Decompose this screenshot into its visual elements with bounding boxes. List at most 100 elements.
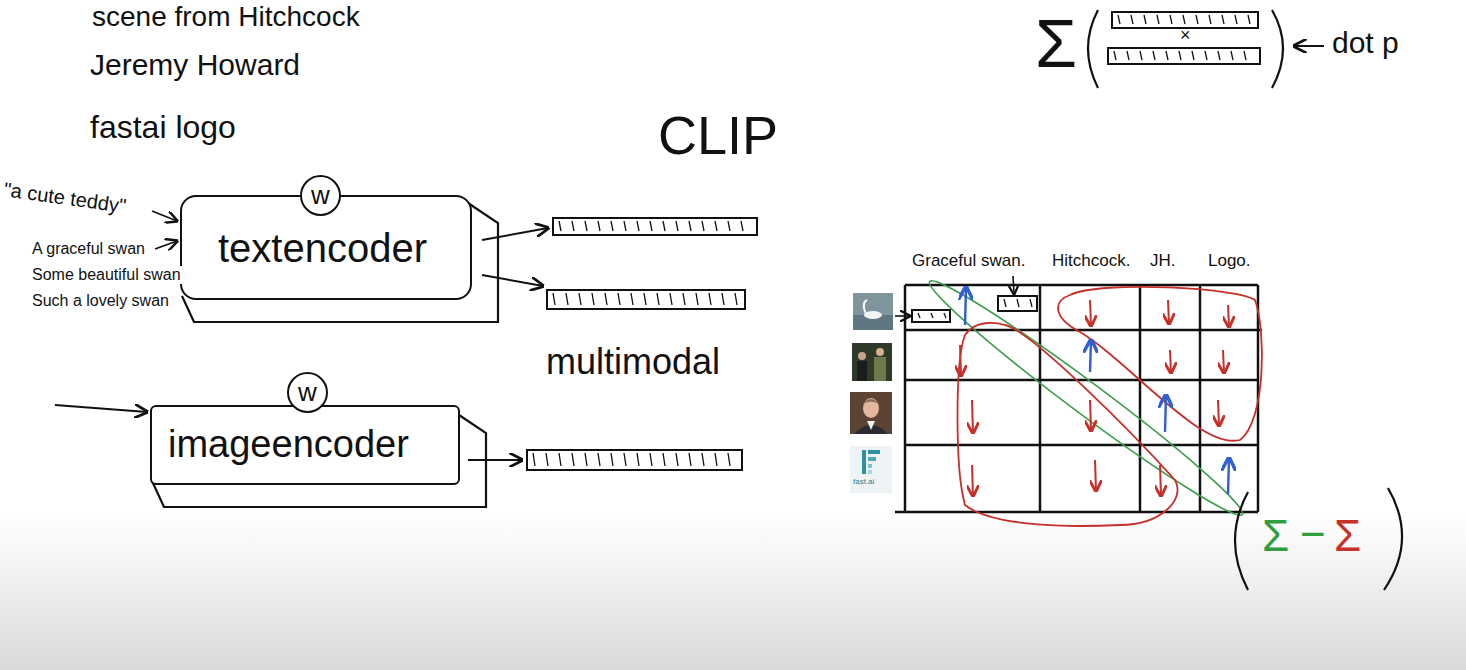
swan-photo — [853, 293, 893, 330]
mismatch-arrow — [972, 465, 973, 496]
vector-tick — [728, 221, 730, 231]
vector-tick — [1248, 15, 1250, 24]
grid-line — [1039, 285, 1042, 512]
prompt-text: A graceful swan — [30, 240, 147, 258]
mismatch-arrow — [1090, 300, 1091, 326]
vector-tick — [683, 293, 685, 305]
hair — [863, 399, 879, 404]
face — [863, 398, 879, 418]
mismatch-arrow — [1168, 300, 1169, 324]
note-text: scene from Hitchcock — [92, 2, 360, 33]
swan-neck — [864, 300, 867, 314]
prompt-text: Such a lovely swan — [30, 292, 171, 310]
vector-tick — [592, 293, 594, 305]
vector-tick — [728, 453, 730, 466]
mismatch-arrow — [1090, 400, 1091, 431]
vector-tick — [650, 453, 652, 466]
mismatch-arrow — [1170, 350, 1171, 373]
fastai-logo-image — [850, 446, 892, 493]
vector-tick — [944, 313, 946, 318]
vector-tick — [1004, 299, 1006, 307]
encoder-label: imageencoder — [168, 424, 409, 466]
vector-tick — [611, 453, 613, 466]
vector-tick — [618, 293, 620, 305]
sum-symbol: Σ — [1334, 512, 1361, 560]
vector-tick — [676, 453, 678, 466]
vector-tick — [1131, 15, 1133, 24]
logo-text: fast.ai — [853, 478, 874, 487]
vector-tick — [624, 221, 626, 231]
vector-tick — [676, 221, 678, 231]
vector-tick — [735, 293, 737, 305]
mismatch-arrow — [1228, 305, 1229, 327]
vector-tick — [702, 453, 704, 466]
vector-outline — [553, 218, 757, 235]
vector-tick — [1157, 15, 1159, 24]
note-text: fastai logo — [90, 110, 236, 145]
grid-line — [1139, 285, 1142, 512]
vector-tick — [585, 221, 587, 231]
vector-tick — [741, 221, 743, 231]
vector-tick — [663, 453, 665, 466]
vector-tick — [585, 453, 587, 466]
weights-label: w — [311, 181, 330, 210]
similarity-grid — [895, 285, 1262, 512]
upper-triangle-loop — [1058, 287, 1262, 441]
grid-line — [905, 329, 1262, 332]
minus-symbol: − — [1300, 510, 1326, 558]
multiply-symbol: × — [1180, 26, 1191, 46]
vector-tick — [1127, 51, 1129, 60]
sum-symbol: Σ — [1262, 512, 1289, 560]
sum-symbol: Σ — [1035, 6, 1077, 81]
logo-block — [868, 464, 872, 468]
vector-tick — [1244, 51, 1246, 60]
vector-tick — [605, 293, 607, 305]
vector-tick — [715, 453, 717, 466]
bracket — [1384, 488, 1402, 590]
figure-head — [858, 352, 866, 360]
weights-circle: w — [287, 372, 328, 413]
embedding-vector — [553, 218, 757, 235]
pointer-arrow — [895, 315, 910, 317]
vector-tick — [572, 453, 574, 466]
vector-tick — [572, 221, 574, 231]
output-arrow — [482, 228, 548, 240]
note-text: Jeremy Howard — [90, 48, 300, 81]
weights-circle: w — [300, 175, 341, 216]
vector-tick — [689, 221, 691, 231]
vector-outline — [1108, 48, 1260, 64]
vector-tick — [1235, 15, 1237, 24]
vector-tick — [650, 221, 652, 231]
vector-outline — [912, 310, 950, 322]
photo-bg — [850, 446, 892, 493]
hitchcock-photo — [852, 343, 892, 381]
figure-body — [874, 357, 886, 381]
match-arrow — [1228, 458, 1229, 494]
vector-tick — [598, 221, 600, 231]
mismatch-arrow — [960, 345, 961, 376]
embedding-vector — [527, 450, 742, 470]
embedding-vector — [998, 296, 1037, 311]
vector-tick — [637, 453, 639, 466]
figure-head — [876, 348, 884, 356]
vector-tick — [1153, 51, 1155, 60]
vector-tick — [1166, 51, 1168, 60]
pointer-arrow — [1294, 45, 1324, 47]
output-arrow — [468, 459, 522, 461]
vector-tick — [657, 293, 659, 305]
lower-triangle-loop — [958, 323, 1178, 526]
grid-line — [1199, 285, 1202, 512]
mismatch-arrow — [1218, 400, 1219, 426]
vector-tick — [1183, 15, 1185, 24]
vector-tick — [1170, 15, 1172, 24]
column-header: Logo. — [1208, 252, 1251, 271]
shirt — [867, 421, 875, 430]
vector-tick — [533, 453, 535, 466]
vector-tick — [624, 453, 626, 466]
mismatch-arrow — [1223, 350, 1224, 373]
prompt-text: Some beautiful swan — [30, 266, 183, 284]
weights-label: w — [298, 378, 317, 407]
vector-tick — [559, 453, 561, 466]
vector-tick — [663, 221, 665, 231]
figure-body — [857, 361, 867, 381]
